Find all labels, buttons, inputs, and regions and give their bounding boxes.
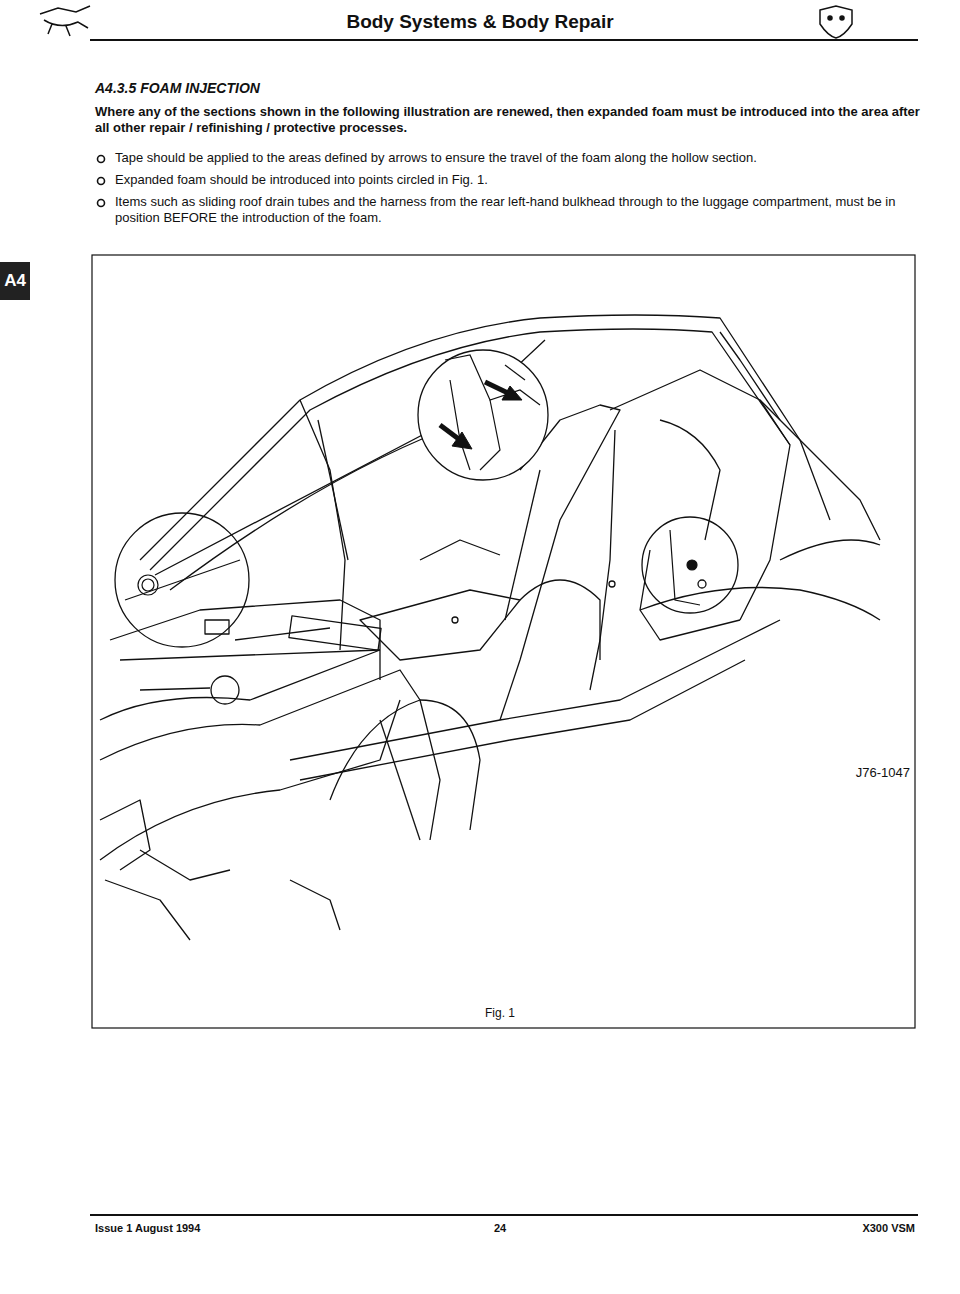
section-tab-text: A4 — [0, 270, 30, 291]
section-tab — [0, 262, 30, 300]
bullet-text: Expanded foam should be introduced into … — [115, 172, 920, 188]
figure-caption: Fig. 1 — [440, 1006, 560, 1021]
bullet-text: Tape should be applied to the areas defi… — [115, 150, 920, 166]
figure-reference: J76-1047 — [820, 765, 910, 781]
footer-issue: Issue 1 August 1994 — [95, 1222, 345, 1236]
figure-frame — [92, 255, 915, 1028]
footer-rule — [90, 1214, 918, 1216]
page-number: 24 — [460, 1222, 540, 1236]
header-rule — [90, 39, 918, 41]
bullet-symbols — [98, 156, 105, 207]
section-heading: A4.3.5 FOAM INJECTION — [95, 80, 695, 98]
footer-document: X300 VSM — [715, 1222, 915, 1236]
circle-detail — [125, 355, 700, 605]
tape-arrows — [440, 382, 522, 449]
intro-paragraph: Where any of the sections shown in the f… — [95, 104, 920, 137]
page-header: Body Systems & Body Repair — [0, 10, 960, 34]
car-body-shell — [100, 315, 880, 940]
bullet-text: Items such as sliding roof drain tubes a… — [115, 194, 920, 227]
callout-circles — [115, 350, 738, 647]
